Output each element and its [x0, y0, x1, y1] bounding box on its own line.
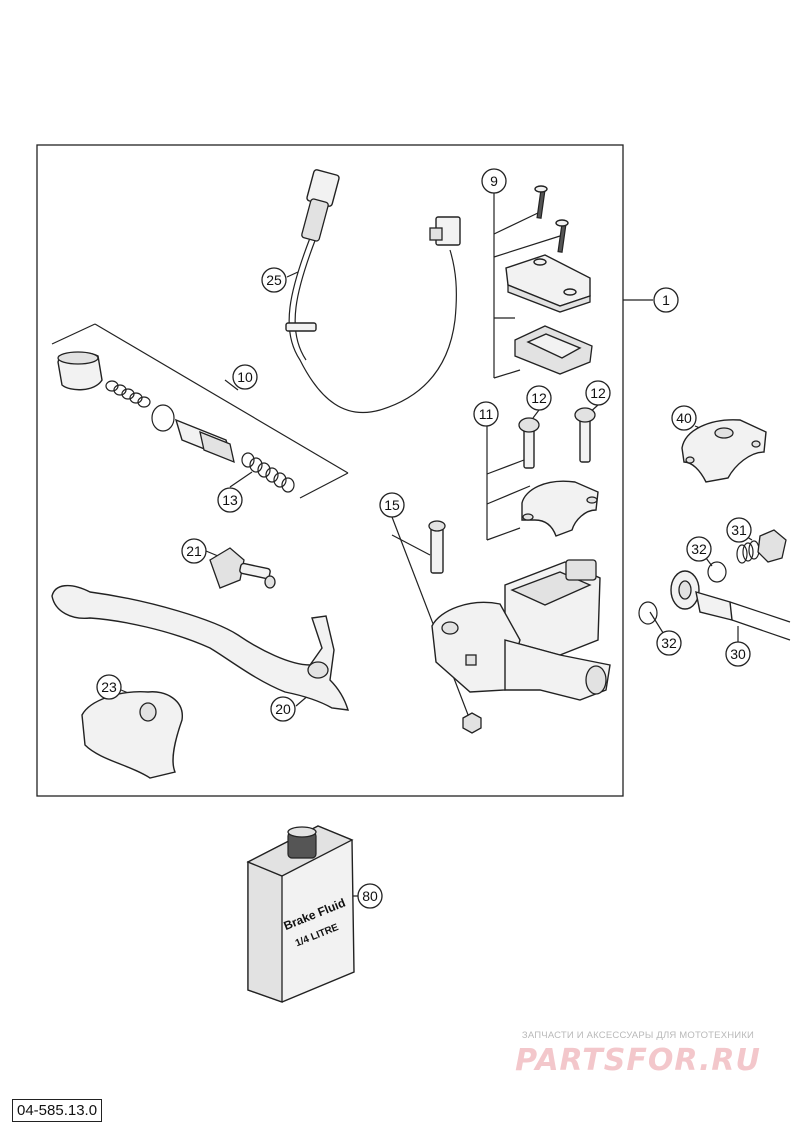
- callout-30: 30: [725, 641, 751, 667]
- callout-31: 31: [726, 517, 752, 543]
- lever-guard: [81, 691, 183, 779]
- callout-32a: 32: [686, 536, 712, 562]
- mirror-clamp: [681, 419, 767, 483]
- brake-light-switch-cable: [285, 169, 461, 414]
- svg-text:13: 13: [222, 492, 238, 508]
- lever-adjuster: [209, 547, 276, 589]
- callout-20: 20: [270, 696, 296, 722]
- svg-text:80: 80: [362, 888, 378, 904]
- svg-text:21: 21: [186, 543, 202, 559]
- svg-text:25: 25: [266, 272, 282, 288]
- svg-text:32: 32: [691, 541, 707, 557]
- callout-32b: 32: [656, 630, 682, 656]
- svg-text:10: 10: [237, 369, 253, 385]
- callout-11: 11: [473, 401, 499, 427]
- svg-text:12: 12: [531, 390, 547, 406]
- callout-12a: 12: [526, 385, 552, 411]
- lever-pivot-bolt: [428, 520, 482, 734]
- watermark: ЗАПЧАСТИ И АКСЕССУАРЫ ДЛЯ МОТОТЕХНИКИ PA…: [488, 1030, 788, 1078]
- master-cylinder-body: [431, 559, 611, 701]
- callout-15: 15: [379, 492, 405, 518]
- callout-13: 13: [217, 487, 243, 513]
- svg-text:31: 31: [731, 522, 747, 538]
- callout-9: 9: [481, 168, 507, 194]
- svg-text:9: 9: [490, 173, 498, 189]
- hand-lever: [51, 585, 349, 711]
- callout-23: 23: [96, 674, 122, 700]
- brake-fluid-container: [246, 825, 355, 1003]
- watermark-logo: PARTSFOR.RU: [515, 1043, 761, 1078]
- callout-40: 40: [671, 405, 697, 431]
- brake-line-fittings: [638, 529, 791, 641]
- handlebar-clamp-group: [518, 407, 599, 537]
- callout-12b: 12: [585, 380, 611, 406]
- svg-text:15: 15: [384, 497, 400, 513]
- reservoir-cover-group: [505, 185, 593, 375]
- callout-80: 80: [357, 883, 383, 909]
- svg-text:40: 40: [676, 410, 692, 426]
- callout-21: 21: [181, 538, 207, 564]
- svg-text:11: 11: [479, 406, 494, 422]
- assembly-frame: [36, 144, 624, 797]
- watermark-tagline: ЗАПЧАСТИ И АКСЕССУАРЫ ДЛЯ МОТОТЕХНИКИ: [521, 1030, 755, 1041]
- leader-lines: [51, 193, 753, 897]
- callout-10: 10: [232, 364, 258, 390]
- callout-1: 1: [653, 287, 679, 313]
- piston-kit: [57, 351, 295, 493]
- svg-text:20: 20: [275, 701, 291, 717]
- svg-text:12: 12: [590, 385, 606, 401]
- svg-text:1: 1: [662, 292, 670, 308]
- diagram-code: 04-585.13.0: [12, 1099, 103, 1122]
- svg-text:30: 30: [730, 646, 746, 662]
- svg-text:23: 23: [101, 679, 117, 695]
- callout-25: 25: [261, 267, 287, 293]
- svg-text:32: 32: [661, 635, 677, 651]
